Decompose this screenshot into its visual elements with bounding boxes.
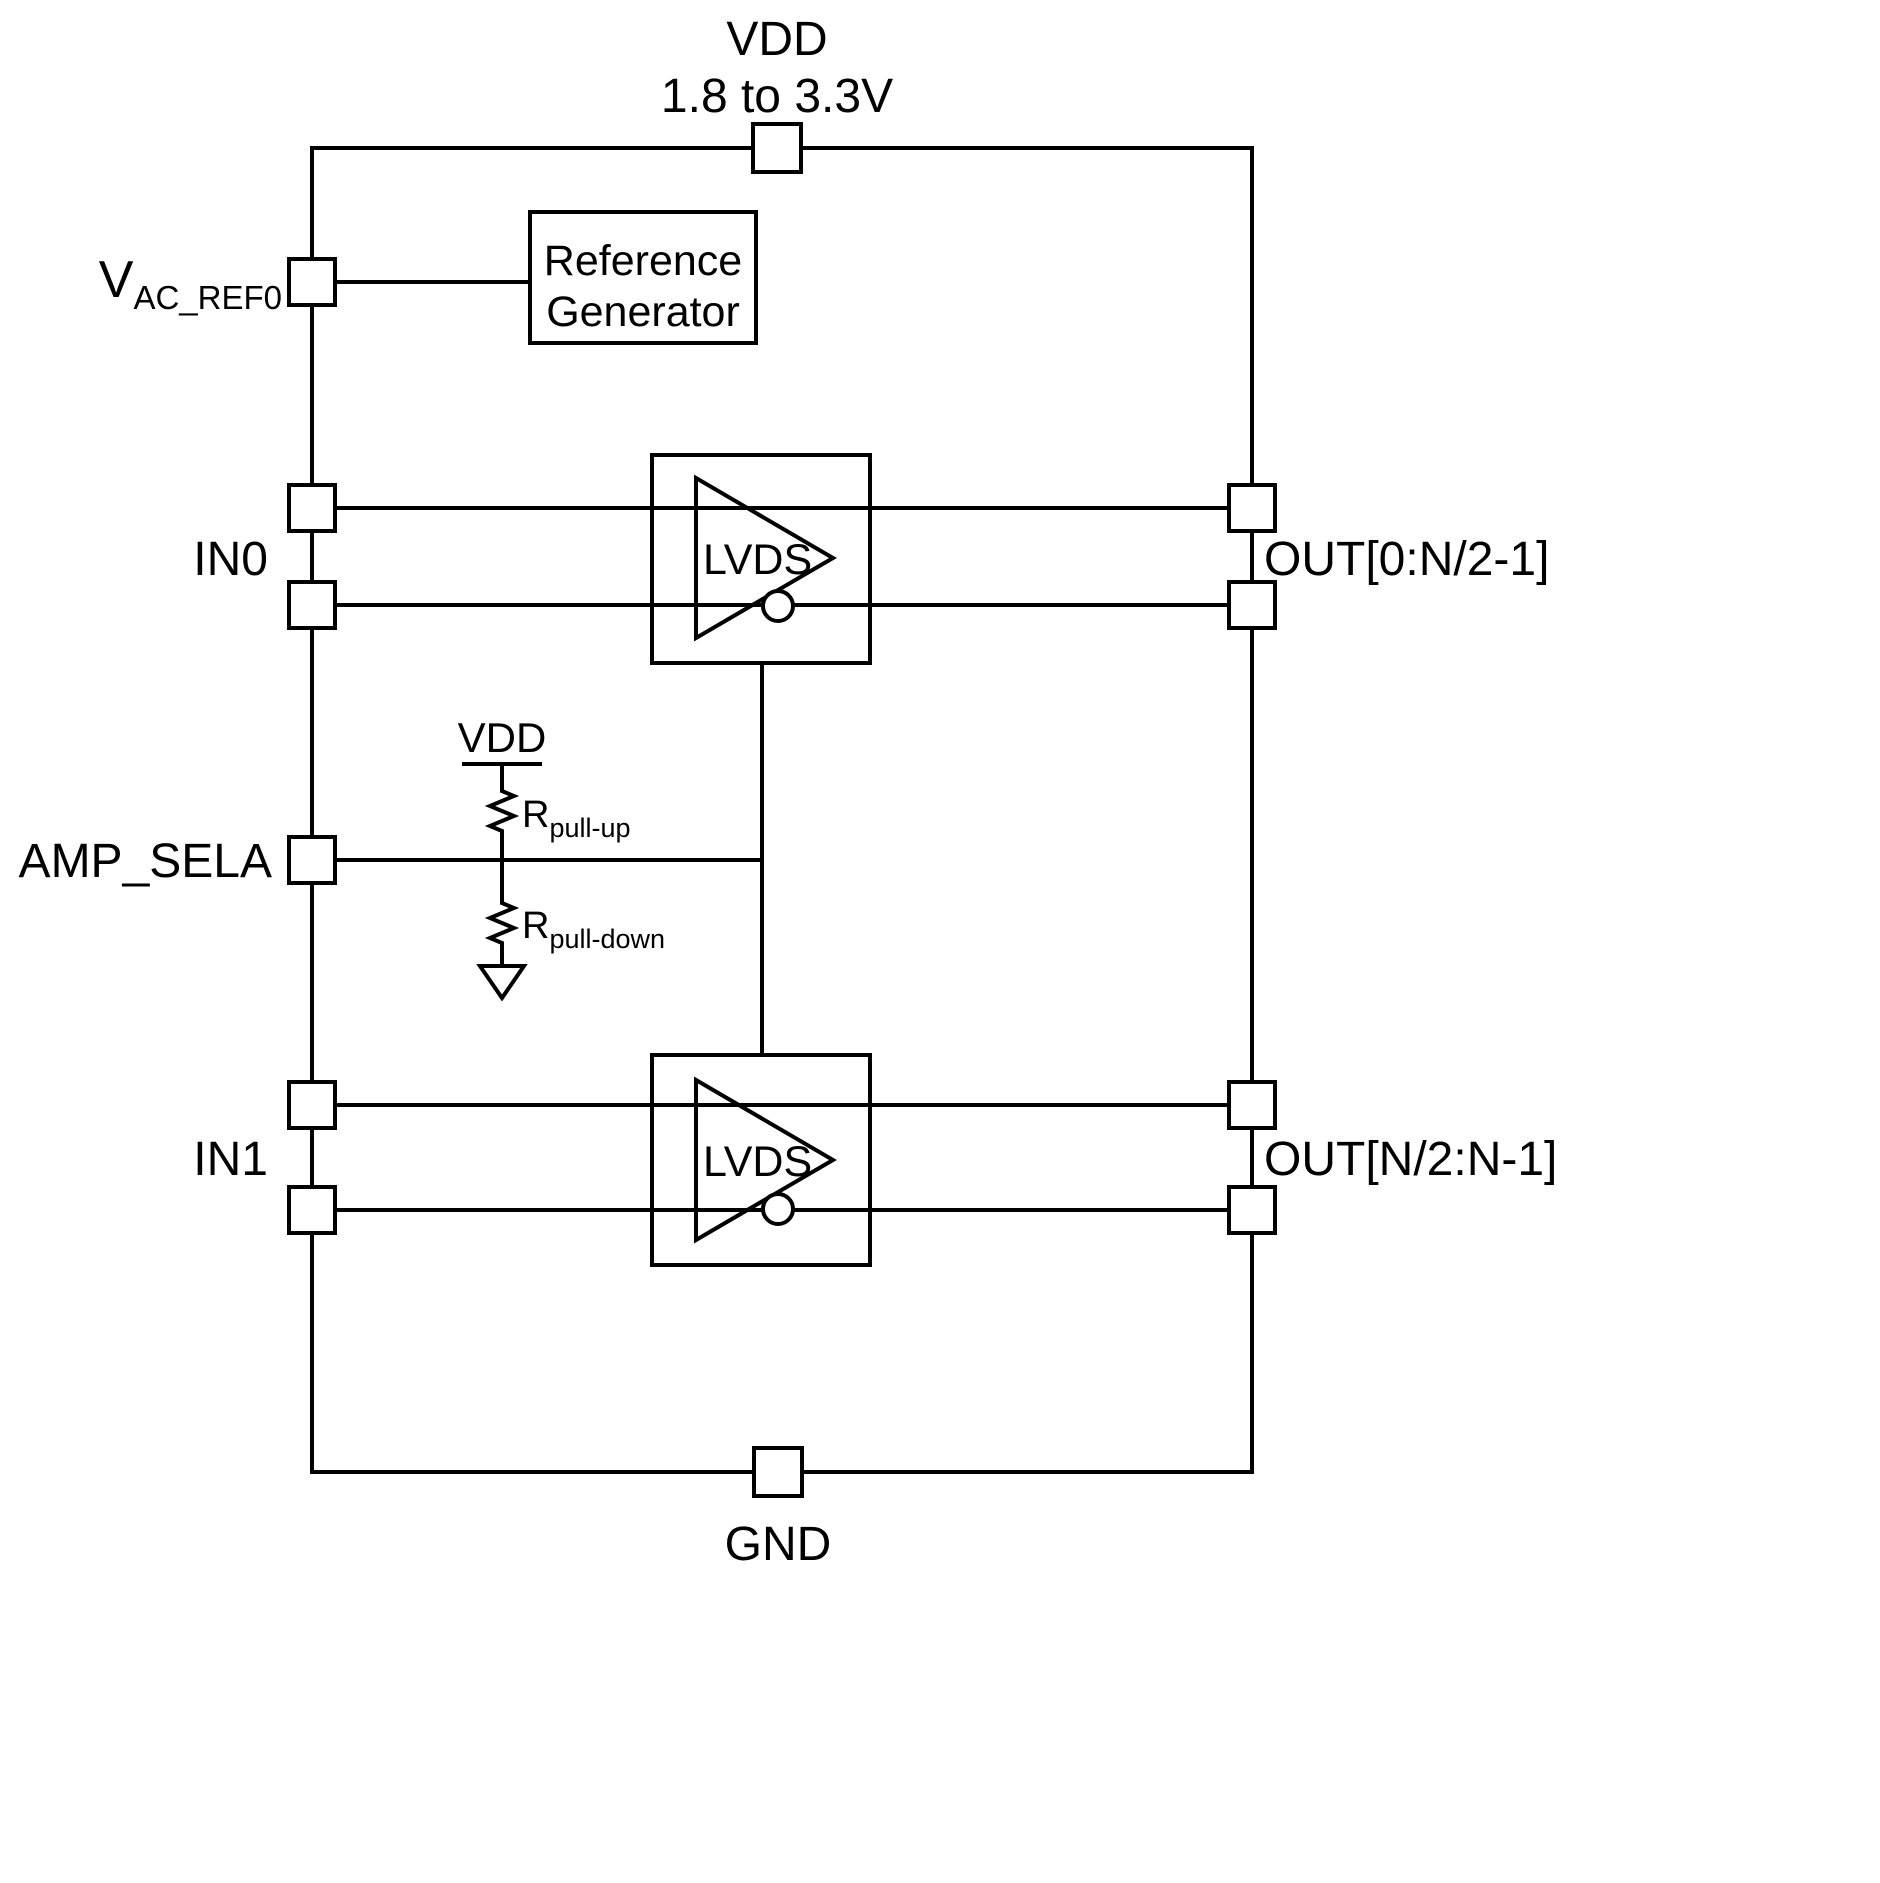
pin-in1-pos — [287, 1080, 337, 1130]
resistor-pullup-symbol — [484, 786, 520, 836]
vac-ref0-label: VAC_REF0 — [99, 251, 282, 316]
pin-out-lower-pos — [1227, 1080, 1277, 1130]
lvds-upper-invert-bubble — [761, 589, 795, 623]
reference-generator-box — [528, 210, 758, 345]
pin-out-lower-neg — [1227, 1185, 1277, 1235]
lvds-lower-label: LVDS — [703, 1138, 812, 1186]
chip-outline — [310, 146, 1254, 1474]
out-upper-label: OUT[0:N/2-1] — [1264, 533, 1549, 586]
pin-gnd — [752, 1446, 804, 1498]
ground-symbol — [476, 964, 528, 1002]
in1-label: IN1 — [193, 1133, 268, 1186]
pin-in1-neg — [287, 1185, 337, 1235]
resistor-pulldown-label: Rpull-down — [522, 905, 665, 954]
pin-in0-pos — [287, 483, 337, 533]
vdd-range-label: 1.8 to 3.3V — [661, 70, 893, 123]
out-lower-label: OUT[N/2:N-1] — [1264, 1133, 1557, 1186]
reference-generator-label-line1: Reference — [544, 237, 742, 285]
pin-vac-ref0 — [287, 257, 337, 307]
lvds-upper-label: LVDS — [703, 536, 812, 584]
resistor-pulldown-symbol — [484, 898, 520, 948]
reference-generator-label-line2: Generator — [546, 288, 740, 336]
pin-amp-sela — [287, 835, 337, 885]
pin-out-upper-neg — [1227, 580, 1277, 630]
pin-vdd — [751, 122, 803, 174]
lvds-lower-box — [650, 1053, 872, 1267]
amp-sela-label: AMP_SELA — [19, 835, 272, 888]
gnd-label: GND — [725, 1518, 832, 1571]
in0-label: IN0 — [193, 533, 268, 586]
pin-in0-neg — [287, 580, 337, 630]
pull-rail-vdd-label: VDD — [458, 714, 547, 761]
resistor-pullup-label: Rpull-up — [522, 794, 631, 843]
lvds-upper-box — [650, 453, 872, 665]
lvds-lower-invert-bubble — [761, 1192, 795, 1226]
vdd-label: VDD — [726, 13, 827, 66]
pin-out-upper-pos — [1227, 483, 1277, 533]
